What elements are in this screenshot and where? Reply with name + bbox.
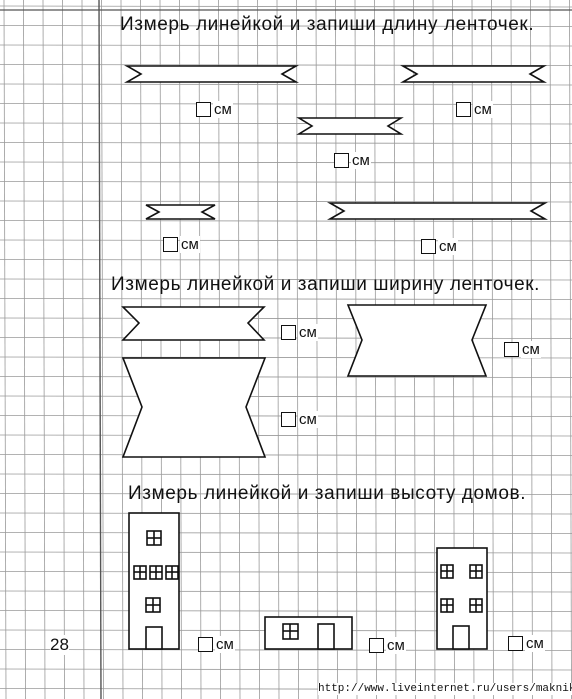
answer-box[interactable] xyxy=(421,239,436,254)
answer-box[interactable] xyxy=(334,153,349,168)
answer-ribbon-5[interactable]: см xyxy=(421,238,458,255)
answer-house-1[interactable]: см xyxy=(198,636,235,653)
answer-ribbon-6[interactable]: см xyxy=(281,324,318,341)
answer-box[interactable] xyxy=(163,237,178,252)
answer-house-2[interactable]: см xyxy=(369,637,406,654)
answer-ribbon-2[interactable]: см xyxy=(456,101,493,118)
answer-box[interactable] xyxy=(456,102,471,117)
answer-box[interactable] xyxy=(281,412,296,427)
task-3-title: Измерь линейкой и запиши высоту домов. xyxy=(128,483,527,504)
answer-house-3[interactable]: см xyxy=(508,635,545,652)
page-number: 28 xyxy=(50,635,69,655)
answer-box[interactable] xyxy=(281,325,296,340)
task-2-title: Измерь линейкой и запиши ширину ленточек… xyxy=(111,274,541,295)
answer-box[interactable] xyxy=(198,637,213,652)
answer-ribbon-4[interactable]: см xyxy=(163,236,200,253)
answer-ribbon-1[interactable]: см xyxy=(196,101,233,118)
answer-ribbon-3[interactable]: см xyxy=(334,152,371,169)
task-1-title: Измерь линейкой и запиши длину ленточек. xyxy=(120,14,535,35)
answer-box[interactable] xyxy=(508,636,523,651)
answer-ribbon-7[interactable]: см xyxy=(504,341,541,358)
watermark: http://www.liveinternet.ru/users/maknika… xyxy=(318,683,572,695)
answer-box[interactable] xyxy=(504,342,519,357)
answer-box[interactable] xyxy=(196,102,211,117)
answer-ribbon-8[interactable]: см xyxy=(281,411,318,428)
answer-box[interactable] xyxy=(369,638,384,653)
